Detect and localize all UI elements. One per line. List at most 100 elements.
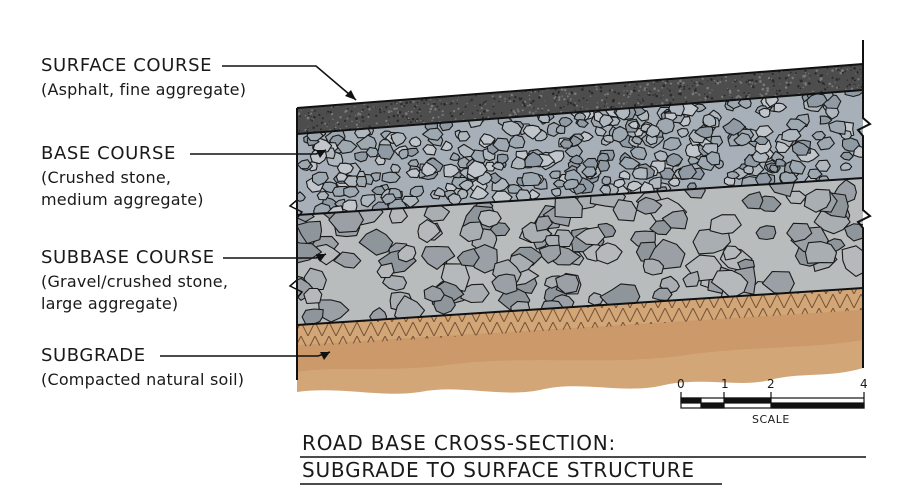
asphalt-grain — [693, 82, 696, 85]
asphalt-grain — [754, 82, 757, 85]
asphalt-grain — [626, 92, 629, 95]
asphalt-grain — [595, 106, 599, 109]
stone — [709, 214, 742, 235]
asphalt-grain — [307, 126, 309, 128]
asphalt-grain — [388, 120, 390, 123]
asphalt-grain — [761, 73, 763, 75]
asphalt-grain — [346, 117, 349, 120]
asphalt-grain — [396, 119, 400, 123]
asphalt-grain — [857, 85, 859, 87]
asphalt-grain — [743, 92, 745, 94]
asphalt-grain — [701, 77, 704, 80]
asphalt-grain — [498, 100, 500, 103]
asphalt-grain — [419, 115, 422, 117]
scale-tick-2: 2 — [767, 377, 775, 391]
asphalt-grain — [844, 70, 847, 73]
asphalt-grain — [487, 116, 490, 118]
asphalt-grain — [351, 120, 353, 123]
asphalt-grain — [846, 79, 848, 81]
asphalt-grain — [725, 79, 728, 82]
asphalt-grain — [349, 115, 351, 117]
asphalt-grain — [748, 93, 751, 96]
asphalt-grain — [728, 95, 730, 97]
asphalt-grain — [418, 108, 421, 111]
asphalt-grain — [679, 82, 682, 84]
stone — [382, 274, 408, 291]
stone — [653, 150, 669, 162]
asphalt-grain — [327, 110, 330, 113]
asphalt-grain — [831, 69, 834, 72]
asphalt-grain — [817, 80, 820, 84]
asphalt-grain — [661, 92, 663, 94]
stone — [555, 124, 566, 135]
asphalt-grain — [715, 83, 717, 85]
asphalt-grain — [378, 108, 382, 111]
asphalt-grain — [618, 102, 621, 105]
asphalt-grain — [450, 114, 454, 118]
stone — [587, 292, 604, 306]
asphalt-grain — [544, 100, 546, 102]
asphalt-grain — [599, 89, 603, 93]
asphalt-grain — [380, 107, 383, 110]
asphalt-grain — [324, 122, 327, 125]
asphalt-grain — [747, 79, 751, 82]
asphalt-grain — [697, 93, 699, 95]
stone — [581, 166, 597, 178]
scale-tick-4: 4 — [860, 377, 868, 391]
stone — [705, 151, 721, 166]
asphalt-grain — [545, 104, 547, 107]
stone — [612, 199, 638, 222]
asphalt-grain — [735, 96, 738, 99]
asphalt-grain — [649, 90, 651, 93]
stone — [754, 135, 769, 146]
asphalt-grain — [804, 69, 807, 72]
asphalt-grain — [368, 125, 371, 128]
asphalt-grain — [797, 85, 800, 88]
left-break-2 — [288, 279, 304, 299]
asphalt-grain — [361, 120, 363, 122]
asphalt-grain — [541, 109, 543, 112]
asphalt-grain — [311, 119, 314, 122]
asphalt-grain — [528, 111, 532, 114]
asphalt-grain — [604, 93, 607, 96]
asphalt-grain — [826, 73, 828, 75]
asphalt-grain — [574, 109, 577, 112]
stone — [611, 125, 629, 143]
asphalt-grain — [580, 107, 582, 110]
stone — [376, 262, 395, 279]
asphalt-grain — [570, 98, 572, 100]
asphalt-grain — [652, 94, 654, 97]
asphalt-grain — [375, 114, 378, 118]
asphalt-grain — [595, 88, 598, 91]
asphalt-grain — [404, 122, 406, 124]
asphalt-grain — [328, 120, 330, 123]
stone — [401, 195, 420, 209]
stone — [469, 185, 489, 200]
stone — [741, 191, 764, 210]
asphalt-grain — [537, 90, 540, 93]
asphalt-grain — [567, 101, 570, 104]
asphalt-grain — [570, 91, 573, 94]
asphalt-grain — [319, 128, 322, 131]
asphalt-grain — [775, 92, 778, 95]
asphalt-grain — [808, 82, 811, 85]
asphalt-grain — [850, 87, 854, 91]
stone — [371, 185, 386, 196]
stone — [758, 107, 771, 119]
subbase-course-title: SUBBASE COURSE — [41, 247, 215, 268]
asphalt-grain — [728, 89, 732, 93]
stone — [597, 159, 611, 172]
asphalt-grain — [442, 113, 444, 116]
asphalt-grain — [786, 91, 789, 94]
asphalt-grain — [766, 87, 770, 90]
asphalt-grain — [383, 110, 386, 113]
stone — [773, 102, 788, 113]
asphalt-grain — [629, 93, 632, 96]
asphalt-grain — [739, 96, 742, 99]
asphalt-grain — [751, 82, 754, 84]
stone — [661, 209, 689, 230]
asphalt-grain — [784, 77, 788, 80]
asphalt-grain — [332, 118, 334, 120]
base-stones — [297, 90, 863, 215]
stone — [665, 152, 684, 168]
